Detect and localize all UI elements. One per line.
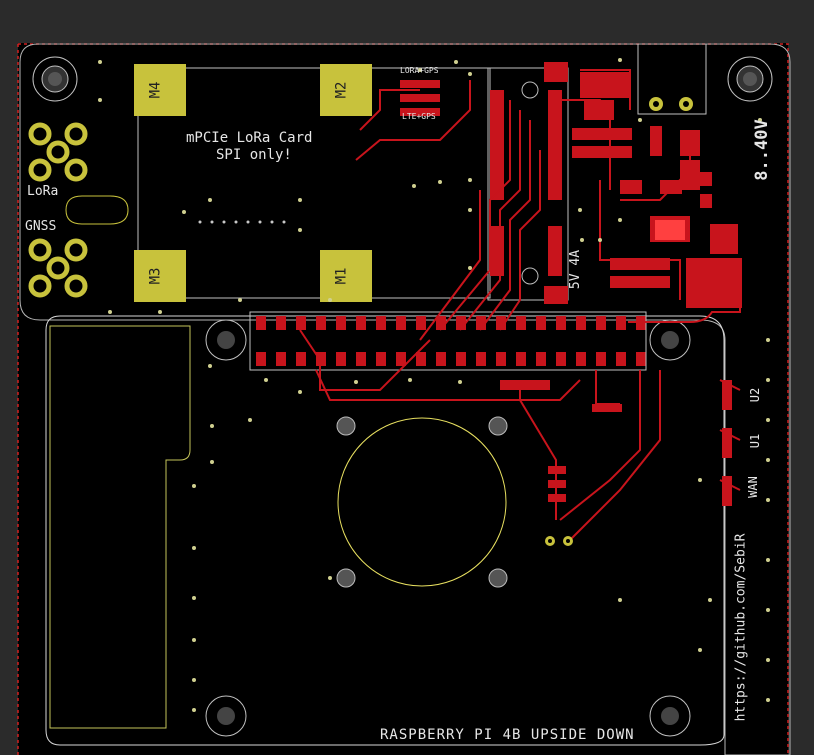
rpi-port-outline xyxy=(49,325,191,729)
standoff-pads xyxy=(134,64,372,302)
lora-gps-label: LORA+GPS xyxy=(400,66,439,75)
rpi-hole-2 xyxy=(649,319,691,361)
rpi-hole-3 xyxy=(205,695,247,737)
vias xyxy=(98,58,770,712)
lora-card-dots xyxy=(198,220,286,224)
power-rating-label: 5V 4A xyxy=(568,249,584,290)
board-edge-cut xyxy=(17,43,789,755)
rpi-hole-4 xyxy=(649,695,691,737)
u2-label: U2 xyxy=(748,387,763,403)
lte-gps-label: LTE+GPS xyxy=(402,112,436,121)
standoff-m3-label: M3 xyxy=(147,267,164,285)
lora-card-title: mPCIe LoRa Card xyxy=(186,130,313,146)
voltage-label: 8..40V xyxy=(752,119,772,181)
board-title: RASPBERRY PI 4B UPSIDE DOWN xyxy=(380,727,635,743)
standoff-m1-label: M1 xyxy=(333,267,350,285)
antenna-pads xyxy=(28,122,88,298)
github-url-label: https://github.com/SebiR xyxy=(733,533,749,722)
mpcie-connector-outline xyxy=(487,67,569,301)
u1-label: U1 xyxy=(748,433,763,449)
lora-card-sub: SPI only! xyxy=(216,147,292,163)
lora-antenna-label: LoRa xyxy=(27,184,59,199)
rpi-outline xyxy=(45,315,725,746)
standoff-m4-label: M4 xyxy=(147,81,164,99)
rpi-hole-1 xyxy=(205,319,247,361)
standoff-m2-label: M2 xyxy=(333,81,350,99)
gnss-antenna-label: GNSS xyxy=(25,219,57,234)
mounting-hole-tl xyxy=(32,56,78,102)
mounting-hole-tr xyxy=(727,56,773,102)
fan-outline xyxy=(337,417,507,587)
wan-label: WAN xyxy=(745,476,760,498)
